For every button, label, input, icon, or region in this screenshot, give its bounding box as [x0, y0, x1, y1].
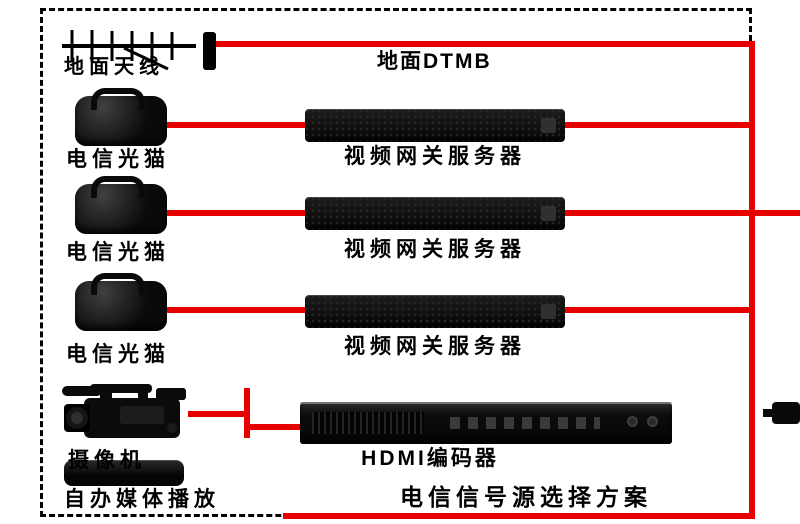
modem-icon	[75, 273, 167, 331]
modem-icon	[75, 176, 167, 234]
gateway-server-icon	[305, 295, 565, 328]
gateway-server-icon	[305, 109, 565, 142]
hdmi-encoder-label: HDMI编码器	[361, 447, 499, 470]
media-player-icon	[64, 460, 184, 486]
encoder-ports	[450, 417, 600, 429]
bus-line-vertical	[749, 41, 755, 519]
modem-icon	[75, 88, 167, 146]
encoder-knob	[647, 416, 658, 427]
connection-line-encoder	[247, 424, 307, 430]
camera-label: 摄像机	[68, 449, 146, 472]
gateway-server-label: 视频网关服务器	[344, 335, 526, 358]
dtmb-label: 地面DTMB	[377, 50, 492, 73]
rf-connector-icon	[763, 402, 800, 424]
connection-line-camera-bracket	[244, 388, 250, 438]
hdmi-encoder-icon	[300, 402, 672, 444]
antenna-label: 地面天线	[64, 56, 164, 78]
connection-line-row2-output	[755, 210, 800, 216]
diagram-title: 电信信号源选择方案	[400, 484, 652, 510]
gateway-server-icon	[305, 197, 565, 230]
camera-icon	[62, 384, 186, 438]
antenna-icon	[62, 30, 216, 70]
connection-line-dtmb	[215, 41, 755, 47]
modem-label: 电信光猫	[66, 241, 170, 264]
modem-label: 电信光猫	[66, 343, 170, 366]
connection-line-camera	[188, 411, 250, 417]
media-player-label: 自办媒体播放	[64, 488, 220, 511]
gateway-server-label: 视频网关服务器	[344, 145, 526, 168]
gateway-server-label: 视频网关服务器	[344, 238, 526, 261]
modem-label: 电信光猫	[66, 148, 170, 171]
encoder-vents	[312, 412, 424, 434]
encoder-knob	[627, 416, 638, 427]
bus-line-bottom	[283, 513, 755, 519]
